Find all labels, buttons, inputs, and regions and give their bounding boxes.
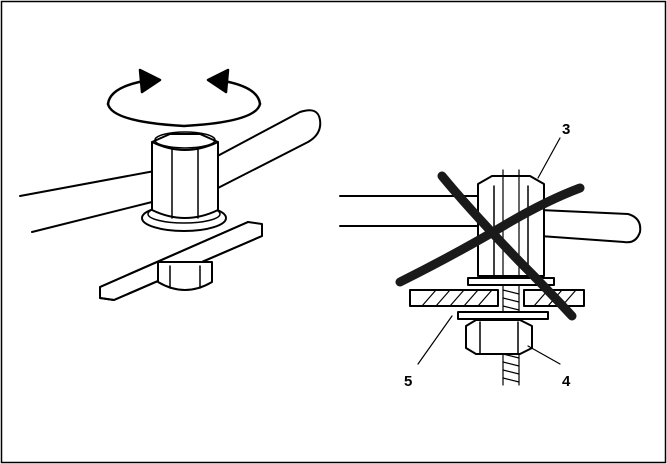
pipe-left: [19, 169, 161, 233]
correct-installation: [19, 68, 322, 301]
prohibited-cross-icon: [395, 171, 585, 321]
rotate-arrows-icon: [106, 68, 262, 128]
callout-4: 4: [562, 373, 571, 390]
lower-washer: [457, 311, 549, 320]
callout-3: 3: [562, 121, 570, 138]
upper-washer: [467, 277, 555, 286]
bracket-plate-section: [409, 289, 585, 307]
lower-nut: [157, 261, 213, 291]
hex-nut: [151, 133, 219, 219]
lower-nut: [465, 319, 533, 355]
pipe-right: [209, 109, 322, 191]
incorrect-installation: [339, 137, 642, 386]
callout-5: 5: [404, 373, 412, 390]
